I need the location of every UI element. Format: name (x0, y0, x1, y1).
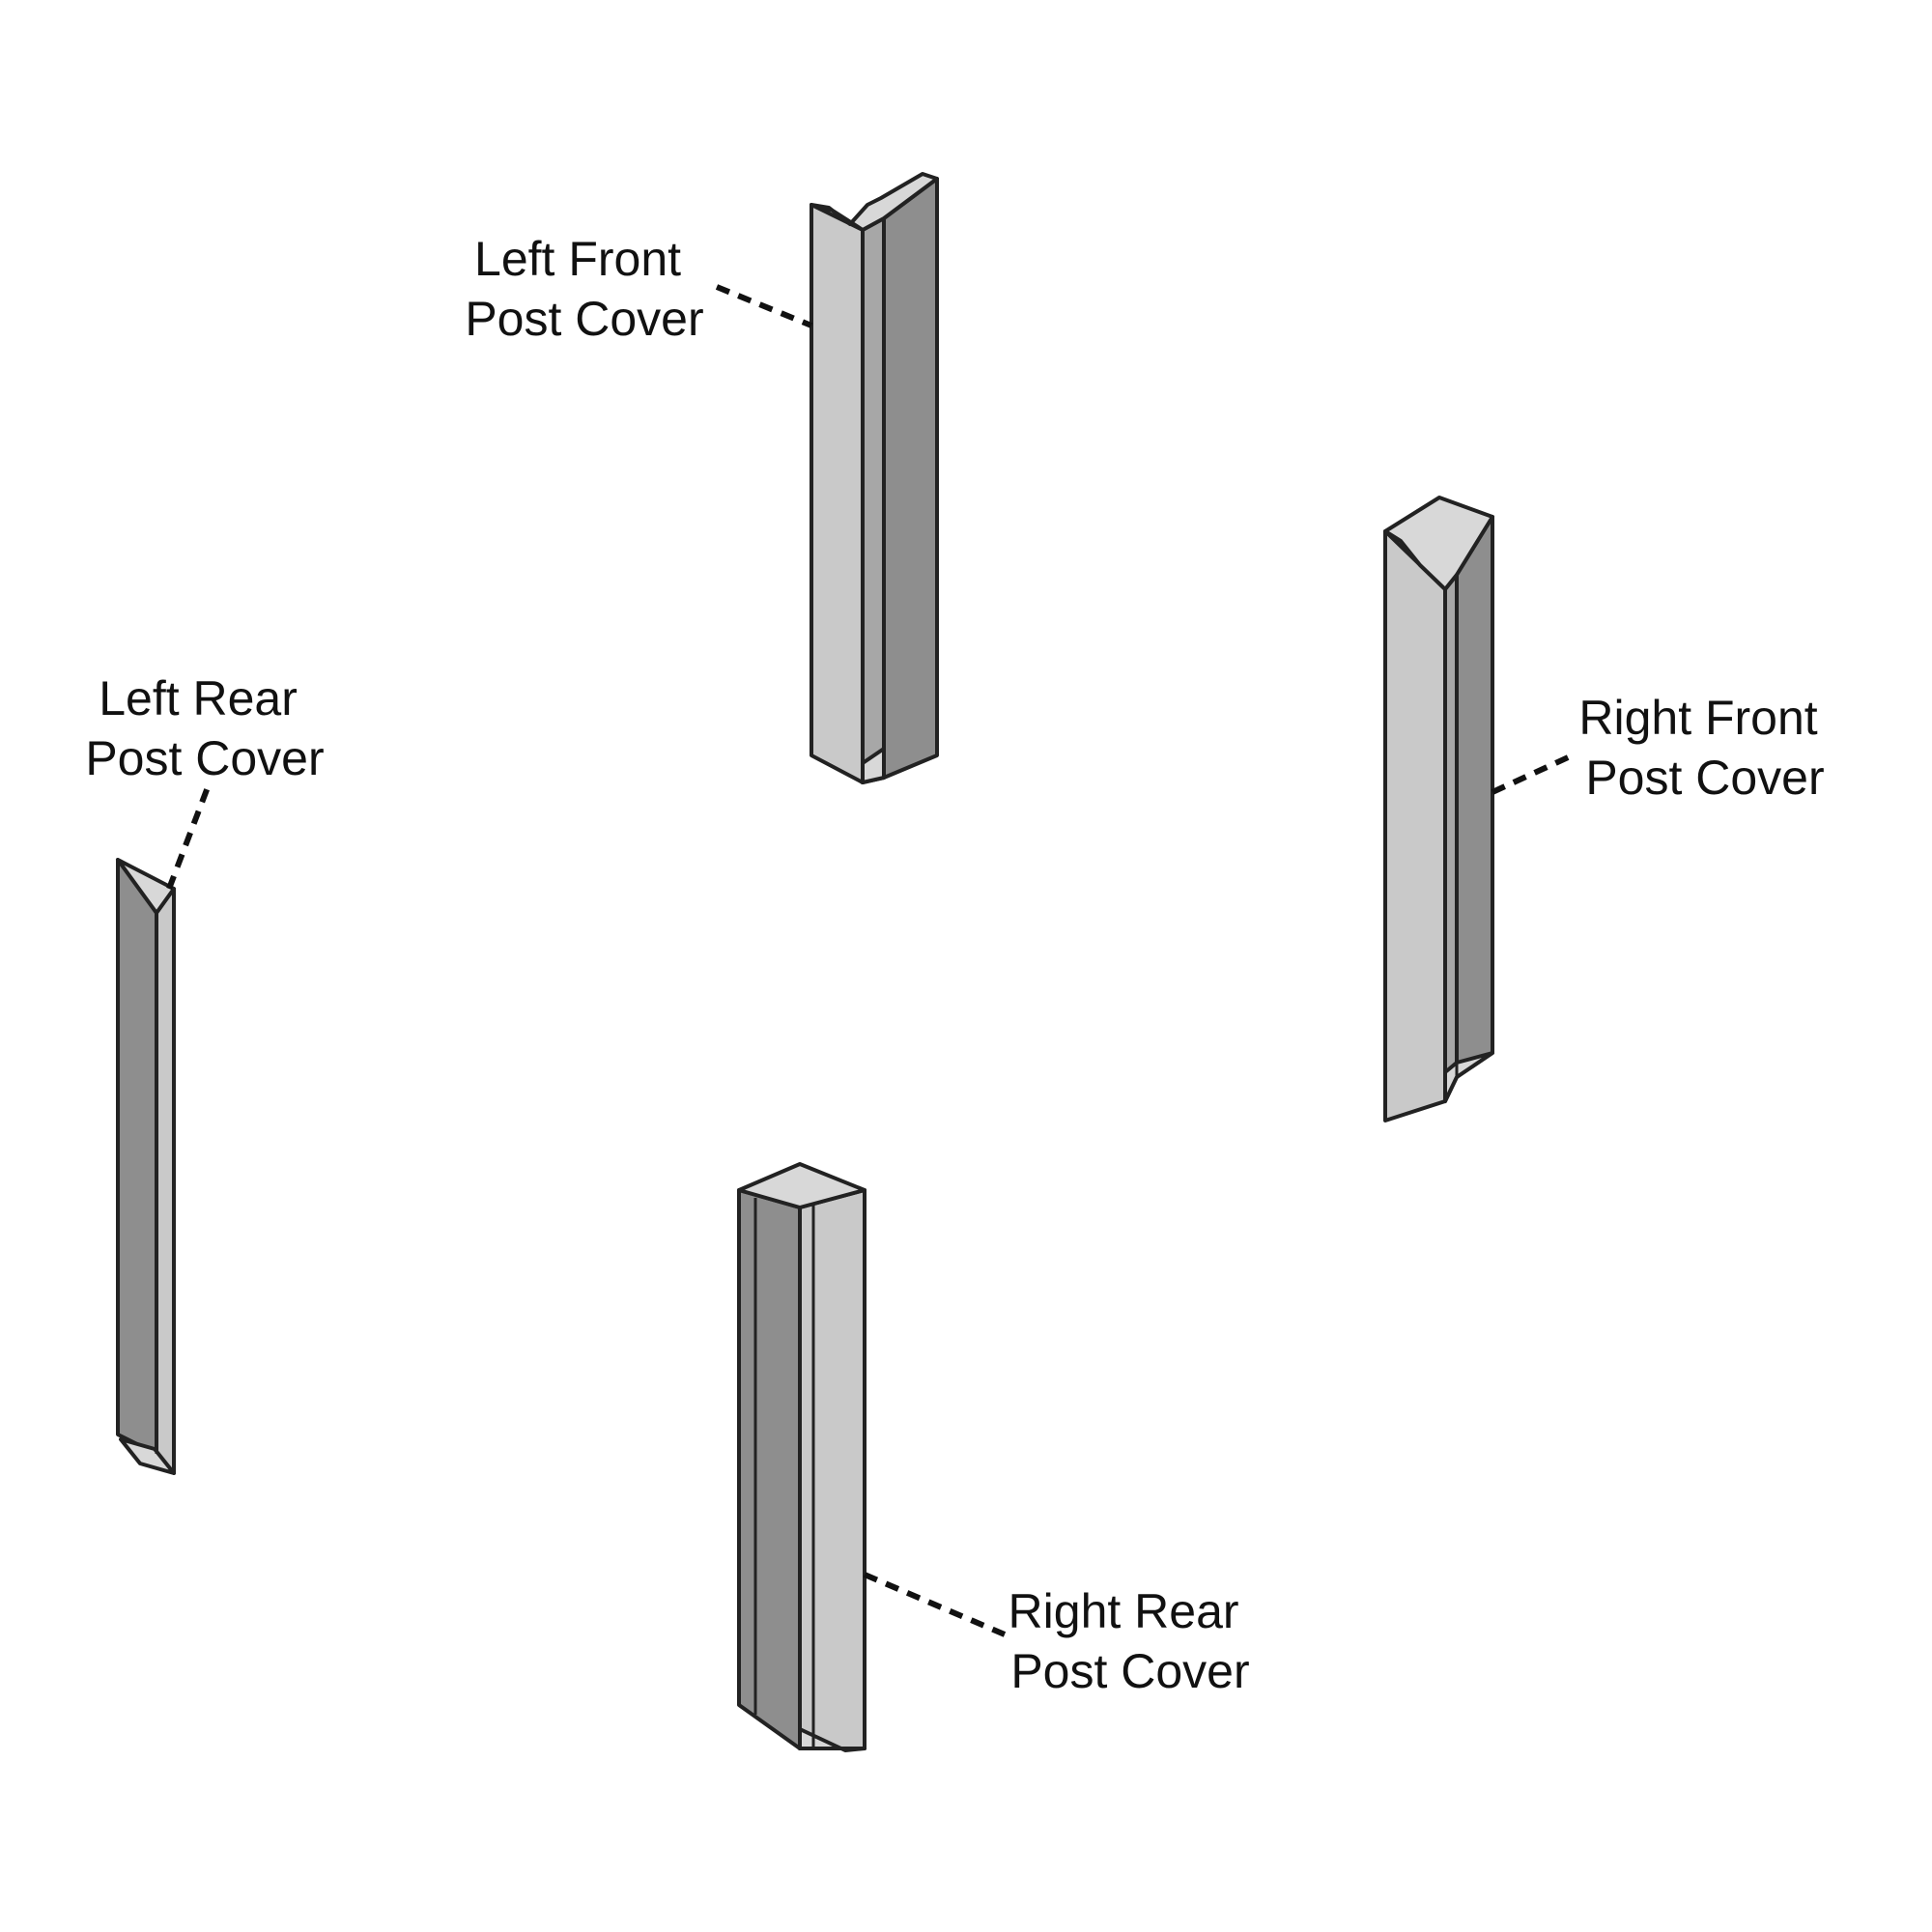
right-front-leader (1491, 751, 1578, 795)
right-front-post-cover (1383, 496, 1494, 1122)
right-rear-label-line1: Right Rear (1009, 1584, 1239, 1638)
right-rear-label-line2: Post Cover (1010, 1644, 1249, 1698)
left-rear-label-line2: Post Cover (85, 731, 324, 785)
left-front-post-cover (810, 172, 939, 784)
left-rear-label: Left Rear Post Cover (85, 671, 324, 785)
left-front-label-line1: Left Front (474, 232, 681, 286)
left-rear-leader (166, 785, 211, 891)
right-front-label-line2: Post Cover (1585, 751, 1824, 805)
right-rear-post-cover (737, 1162, 867, 1752)
left-rear-post-cover (116, 858, 176, 1475)
right-rear-label: Right Rear Post Cover (1009, 1584, 1253, 1698)
left-front-leader (715, 284, 813, 328)
left-front-label-line2: Post Cover (465, 292, 703, 346)
left-front-label: Left Front Post Cover (465, 232, 703, 346)
right-front-label: Right Front Post Cover (1578, 691, 1831, 805)
left-rear-label-line1: Left Rear (99, 671, 298, 725)
right-rear-leader (863, 1572, 1007, 1637)
right-front-label-line1: Right Front (1578, 691, 1817, 745)
